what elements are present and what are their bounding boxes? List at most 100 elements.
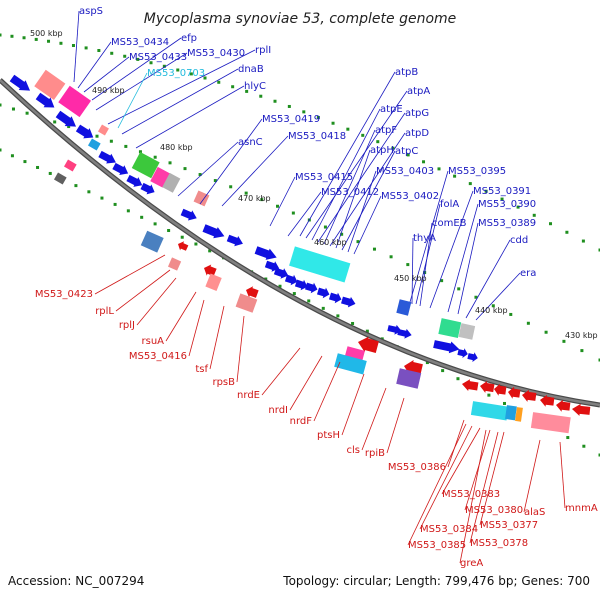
leader-line — [317, 112, 406, 243]
leader-line — [341, 373, 365, 436]
leader-line — [135, 85, 245, 149]
forward-gene-label: atpB — [395, 67, 418, 78]
feature-block-shape — [396, 299, 412, 316]
leader-line — [523, 439, 541, 513]
ring-dot — [406, 263, 410, 267]
forward-gene-label: atpH — [370, 145, 394, 156]
ring-dot — [516, 205, 520, 209]
feature-block-shape — [470, 401, 509, 421]
leader-line — [329, 132, 406, 247]
leader-line — [479, 431, 505, 526]
feature-block — [131, 152, 160, 179]
ring-dot — [0, 103, 2, 107]
ring-dot — [213, 179, 217, 183]
ring-dot — [598, 358, 600, 362]
reverse-cds — [540, 394, 555, 407]
ring-dot — [67, 125, 71, 129]
ring-dot — [441, 369, 445, 373]
leader-line — [236, 315, 245, 383]
leader-line — [209, 305, 225, 370]
reverse-gene-label: rplL — [95, 306, 114, 317]
leader-line — [77, 41, 112, 89]
feature-block-shape — [235, 293, 258, 313]
leader-line — [121, 68, 239, 135]
leader-line — [305, 90, 408, 239]
feature-block — [530, 412, 571, 434]
ring-dot — [484, 189, 488, 193]
reverse-cds — [462, 379, 479, 392]
ring-dot — [278, 284, 282, 288]
label-leaders — [73, 10, 566, 564]
ring-dot — [84, 46, 88, 50]
forward-gene-label: aspS — [79, 6, 103, 17]
forward-cds — [304, 282, 318, 294]
forward-gene-label: MS53_0433 — [129, 52, 187, 63]
leader-line — [386, 397, 405, 454]
ring-dot — [11, 107, 15, 111]
ring-dot — [389, 255, 393, 259]
leader-line — [323, 129, 376, 245]
ring-dot — [526, 321, 530, 325]
forward-cds — [180, 208, 197, 221]
ring-dot — [346, 127, 350, 131]
forward-cds-shape — [316, 287, 330, 299]
ring-dot — [217, 80, 221, 84]
forward-cds-shape — [9, 74, 31, 91]
reverse-cds — [246, 286, 259, 298]
ring-dot — [331, 121, 335, 125]
leader-line — [353, 195, 382, 255]
ring-dot — [109, 139, 113, 143]
ring-dot — [598, 453, 600, 457]
ring-dot — [453, 174, 457, 178]
feature-block — [34, 69, 66, 100]
leader-line — [269, 176, 296, 227]
reverse-gene-label: nrdI — [268, 405, 288, 416]
ring-dot — [110, 51, 114, 55]
reverse-cds-shape — [572, 403, 591, 416]
reverse-gene-label: MS53_0378 — [470, 538, 528, 549]
forward-cds-shape — [264, 260, 280, 272]
ring-dot — [208, 249, 212, 253]
reverse-cds-shape — [358, 336, 379, 353]
forward-gene-label: atpG — [405, 108, 429, 119]
feature-block-shape — [167, 257, 182, 271]
ring-dot — [566, 436, 570, 440]
forward-gene-label: folA — [440, 199, 459, 210]
ring-dot — [351, 321, 355, 325]
leader-line — [341, 150, 396, 251]
ring-dot — [59, 41, 63, 45]
forward-gene-label: dnaB — [238, 64, 264, 75]
kbp-tick-label: 500 kbp — [30, 29, 63, 38]
reverse-cds — [556, 399, 571, 412]
reverse-cds — [204, 264, 217, 277]
reverse-cds-shape — [494, 383, 507, 396]
ring-dot — [71, 44, 75, 48]
leader-line — [419, 425, 473, 530]
feature-block — [470, 401, 509, 421]
forward-cds — [397, 328, 412, 339]
forward-cds — [294, 279, 308, 291]
feature-block — [334, 353, 367, 375]
ring-dot — [273, 99, 277, 103]
ring-dot — [194, 242, 198, 246]
feature-block-shape — [458, 323, 476, 340]
ring-dot — [487, 393, 491, 397]
forward-gene-label: cdd — [510, 235, 528, 246]
ring-dot — [291, 211, 295, 215]
forward-cds — [75, 124, 94, 139]
forward-cds-shape — [140, 182, 155, 195]
ring-dot — [437, 167, 441, 171]
forward-gene-label: atpA — [407, 86, 430, 97]
reverse-cds — [572, 403, 591, 416]
ring-dot — [87, 190, 91, 194]
ring-dot — [176, 68, 180, 72]
feature-block — [162, 172, 181, 193]
ring-dot — [74, 184, 78, 188]
genome-backbone — [0, 78, 600, 408]
ring-dot — [457, 287, 461, 291]
leader-line — [188, 299, 205, 357]
forward-cds — [202, 224, 225, 239]
ring-dot — [189, 72, 193, 76]
reverse-cds — [494, 383, 507, 396]
ring-dot — [264, 277, 268, 281]
